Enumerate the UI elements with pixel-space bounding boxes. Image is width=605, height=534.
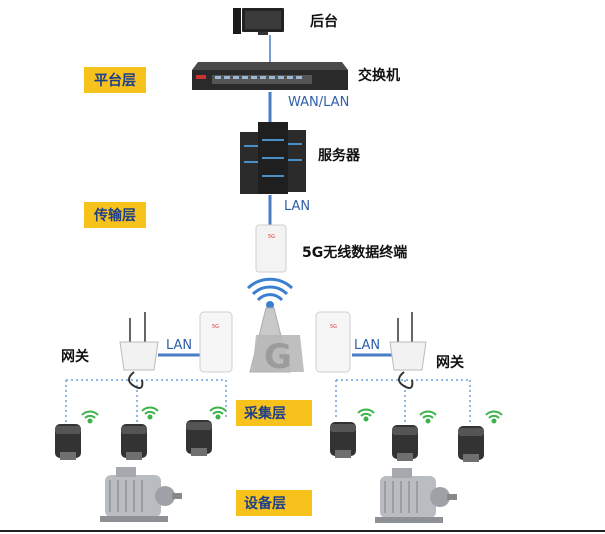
lan-top-label: LAN [284, 199, 311, 214]
sensor-icon-4 [330, 422, 356, 458]
sensor-icon-5 [392, 425, 418, 461]
backend-label: 后台 [310, 14, 338, 30]
svg-text:5G: 5G [212, 324, 219, 330]
monitor-icon [233, 8, 284, 35]
server-label: 服务器 [318, 148, 360, 164]
5g-terminal-icon-right: 5G [315, 311, 351, 373]
wifi-icon-1 [81, 410, 99, 424]
gateway-icon-right [389, 312, 427, 389]
svg-text:G: G [264, 337, 292, 377]
server-icon [240, 122, 306, 194]
platform-layer-badge: 平台层 [84, 67, 146, 93]
switch-label: 交换机 [358, 68, 400, 84]
sensor-icon-2 [121, 424, 147, 460]
svg-text:5G: 5G [330, 324, 337, 330]
sensor-icon-1 [55, 424, 81, 460]
gateway-left-label: 网关 [61, 349, 89, 365]
wifi-icon-2 [141, 406, 159, 420]
5g-tower-icon: G [246, 277, 304, 377]
sensor-icon-3 [186, 420, 212, 456]
gateway-icon-left [119, 312, 159, 389]
switch-icon [192, 62, 348, 90]
wifi-icon-4 [357, 408, 375, 422]
transmission-layer-badge: 传输层 [84, 202, 146, 228]
5g-terminal-icon: 5G [255, 224, 287, 273]
terminal-logo-text: 5G [268, 234, 275, 240]
wifi-icon-3 [209, 406, 227, 420]
wan-lan-label: WAN/LAN [288, 95, 350, 110]
motor-icon-left [100, 467, 182, 522]
collection-layer-badge: 采集层 [236, 400, 312, 426]
wifi-icons [81, 406, 503, 424]
terminal-label: 5G无线数据终端 [302, 245, 408, 261]
lan-left-label: LAN [166, 338, 193, 353]
wifi-icon-5 [419, 410, 437, 424]
gateway-right-label: 网关 [436, 355, 464, 371]
sensor-icon-6 [458, 426, 484, 462]
5g-terminal-icon-left: 5G [199, 311, 233, 373]
lan-right-label: LAN [354, 338, 381, 353]
motor-icon-right [375, 468, 457, 523]
device-layer-badge: 设备层 [236, 490, 312, 516]
wifi-icon-6 [485, 410, 503, 424]
